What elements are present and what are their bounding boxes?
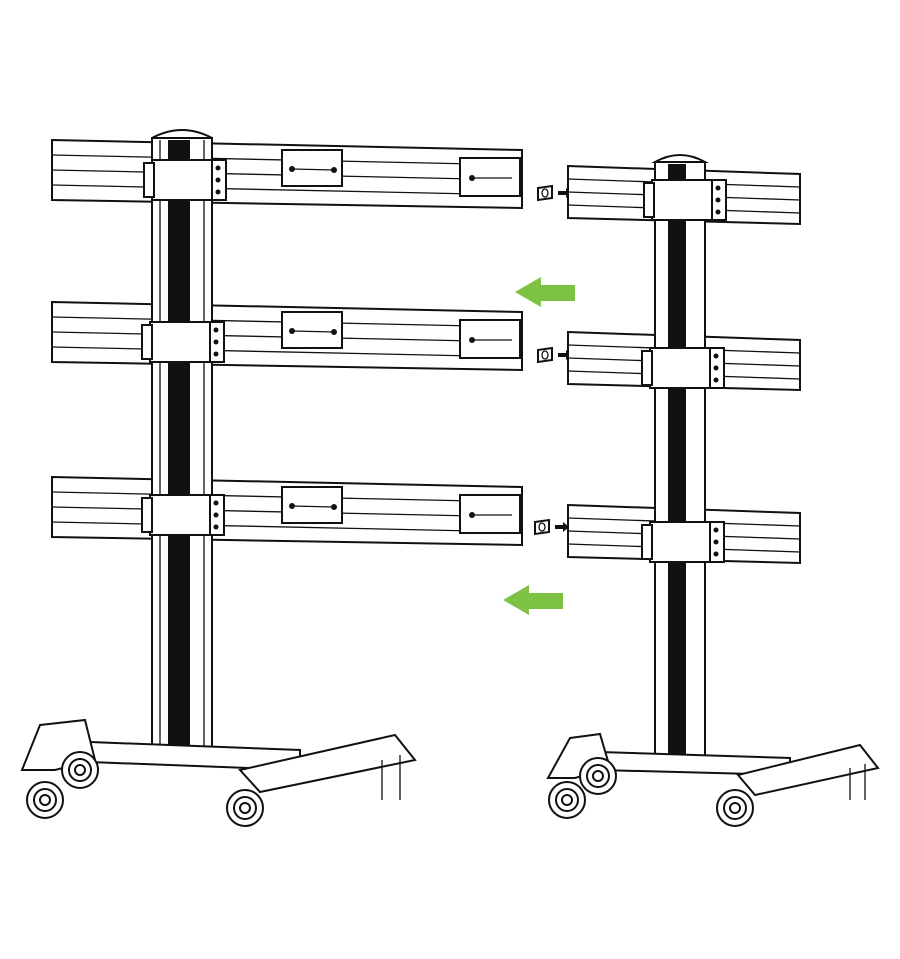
- left-arrow-icon: [503, 585, 563, 615]
- left-bar-bottom: [51, 476, 523, 546]
- right-stand-retracted: [546, 154, 880, 827]
- nut-top: [537, 185, 573, 201]
- right-base: [546, 732, 880, 827]
- left-arrow-icon: [515, 277, 575, 307]
- left-bar-middle: [51, 301, 523, 371]
- left-stand-extended: [20, 129, 523, 827]
- nut-middle: [537, 347, 573, 363]
- nut-bottom: [534, 519, 570, 535]
- left-base: [20, 718, 417, 827]
- left-bar-top: [51, 139, 523, 209]
